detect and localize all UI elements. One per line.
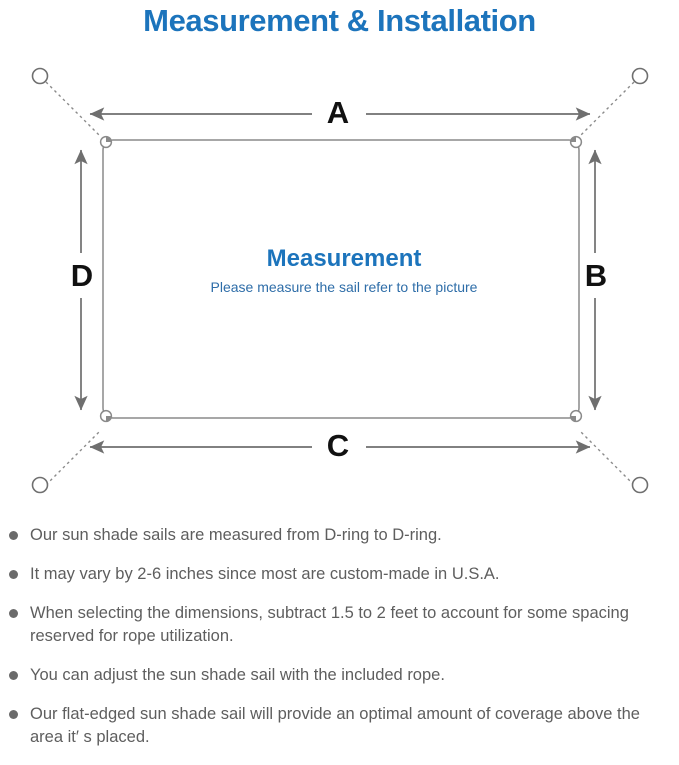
sail-heading: Measurement — [267, 245, 422, 272]
d-ring-shade-top-left — [106, 136, 112, 142]
anchor-point-top-right — [631, 67, 649, 85]
list-item: Our sun shade sails are measured from D-… — [0, 524, 679, 547]
anchor-point-bottom-left — [31, 476, 49, 494]
rope-line-bottom-right — [578, 429, 635, 486]
anchor-points — [31, 67, 649, 494]
bullet-icon — [9, 570, 18, 579]
page-title: Measurement & Installation — [143, 3, 536, 38]
list-item: You can adjust the sun shade sail with t… — [0, 664, 679, 687]
anchor-point-bottom-right — [631, 476, 649, 494]
d-ring-shadings — [106, 136, 576, 422]
dimension-label-d: D — [71, 258, 93, 293]
dimension-label-c: C — [327, 428, 349, 463]
rope-line-top-right — [578, 81, 635, 138]
sail-subtitle: Please measure the sail refer to the pic… — [211, 279, 478, 295]
dimension-label-a: A — [327, 95, 349, 130]
d-ring-shade-top-right — [570, 136, 576, 142]
dimension-label-b: B — [585, 258, 607, 293]
d-ring-shade-bottom-right — [570, 416, 576, 422]
measurement-diagram: A C D B Measurement Please measure the s… — [0, 48, 679, 518]
list-item: It may vary by 2-6 inches since most are… — [0, 563, 679, 586]
list-item: Our flat-edged sun shade sail will provi… — [0, 703, 679, 749]
bullet-icon — [9, 710, 18, 719]
list-item: When selecting the dimensions, subtract … — [0, 602, 679, 648]
rope-line-bottom-left — [45, 429, 102, 486]
bullet-icon — [9, 609, 18, 618]
note-text: Our flat-edged sun shade sail will provi… — [30, 705, 640, 746]
notes-list: Our sun shade sails are measured from D-… — [0, 524, 679, 765]
anchor-point-top-left — [31, 67, 49, 85]
bullet-icon — [9, 671, 18, 680]
d-ring-shade-bottom-left — [106, 416, 112, 422]
bullet-icon — [9, 531, 18, 540]
note-text: It may vary by 2-6 inches since most are… — [30, 565, 500, 583]
rope-lines — [45, 81, 635, 486]
note-text: When selecting the dimensions, subtract … — [30, 604, 629, 645]
rope-line-top-left — [45, 81, 102, 138]
sail-body — [102, 139, 580, 419]
note-text: Our sun shade sails are measured from D-… — [30, 526, 442, 544]
note-text: You can adjust the sun shade sail with t… — [30, 666, 445, 684]
